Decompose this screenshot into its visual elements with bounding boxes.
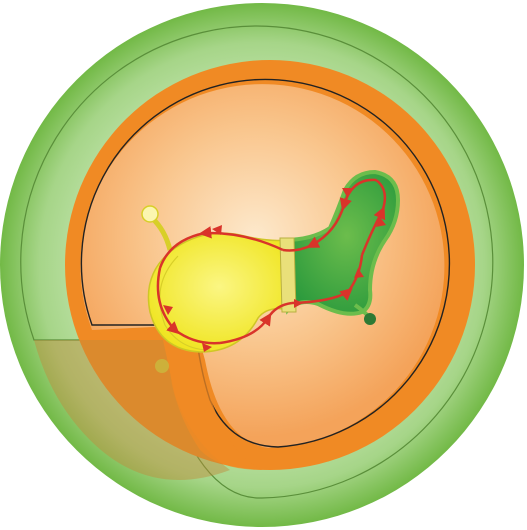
green-bulb-tip [364,313,376,325]
bud-scar-dot [155,359,169,373]
yellow-bulb-tip [142,206,158,222]
